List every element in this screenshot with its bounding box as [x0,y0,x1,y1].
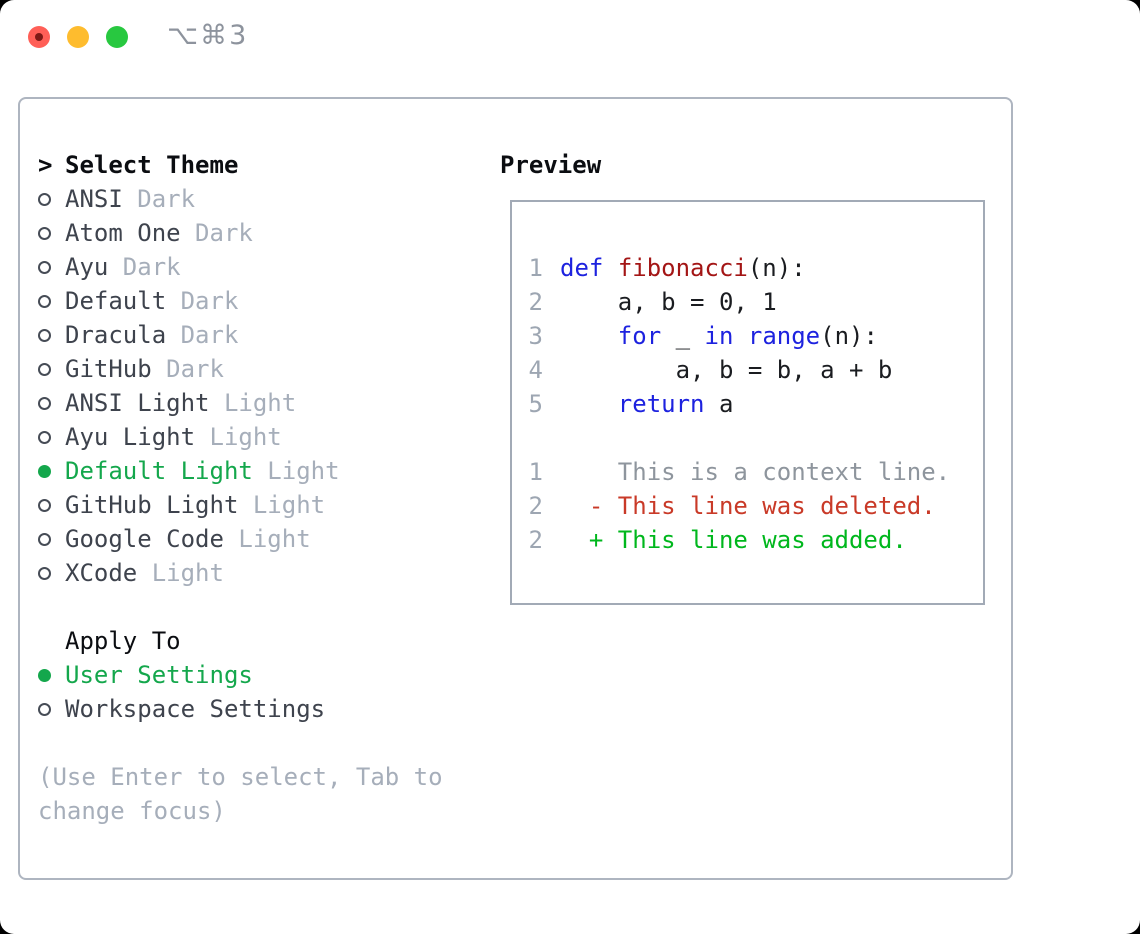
option-label: Workspace Settings [65,695,326,723]
selected-radio-icon [38,464,51,478]
variant-tag: Light [223,389,297,417]
code-text: for _ in range(n): [617,322,878,350]
option-label: Atom One [65,219,196,247]
option-label: XCode [65,559,152,587]
variant-tag: Light [151,559,224,587]
code-text: def fibonacci(n): [560,254,806,282]
preview-line: 4 a, b = b, a + b [525,353,983,387]
variant-tag: Dark [195,219,253,247]
preview-line: 3 for _ in range(n): [525,319,983,353]
theme-item-ayu-light[interactable]: Ayu Light Light [38,420,478,454]
variant-tag: Light [252,491,326,519]
traffic-lights [28,26,128,48]
preview-line: 2 - This line was deleted. [525,489,983,523]
code-text: return a [617,390,734,418]
theme-item-google-code[interactable]: Google Code Light [38,522,478,556]
line-number: 2 [528,492,543,520]
theme-item-github[interactable]: GitHub Dark [38,352,478,386]
theme-item-atom-one[interactable]: Atom One Dark [38,216,478,250]
radio-icon [38,396,51,410]
variant-tag: Light [267,457,340,485]
titlebar: ⌥⌘3 [0,0,1140,74]
window-shortcut-label: ⌥⌘3 [167,20,249,51]
help-text: (Use Enter to select, Tab to change focu… [38,763,443,825]
radio-icon [38,226,51,240]
theme-item-dracula[interactable]: Dracula Dark [38,318,478,352]
line-number: 5 [528,390,543,418]
select-theme-heading-label: Select Theme [65,151,239,179]
theme-item-ansi[interactable]: ANSI Dark [38,182,478,216]
preview-line: 2 a, b = 0, 1 [525,285,983,319]
option-label: Dracula [65,321,181,349]
theme-item-github-light[interactable]: GitHub Light Light [38,488,478,522]
preview-line [525,421,983,455]
option-label: Default [65,287,181,315]
code-text: a, b = b, a + b [560,356,893,384]
code-text: This is a context line. [560,458,951,486]
preview-heading: Preview [500,151,602,179]
option-label: GitHub Light [65,491,253,519]
line-number: 3 [528,322,543,350]
preview-line: 2 + This line was added. [525,523,983,557]
zoom-button[interactable] [106,26,128,48]
variant-tag: Dark [137,185,196,213]
code-text: a, b = 0, 1 [560,288,777,316]
variant-tag: Dark [180,321,239,349]
option-label: ANSI Light [65,389,224,417]
radio-icon [38,362,51,376]
preview-line: 1 def fibonacci(n): [525,251,983,285]
variant-tag: Light [238,525,311,553]
selected-radio-icon [38,668,51,682]
radio-icon [38,294,51,308]
theme-item-default[interactable]: Default Dark [38,284,478,318]
option-label: Ayu [65,253,123,281]
minimize-button[interactable] [67,26,89,48]
variant-tag: Light [209,423,282,451]
line-number: 1 [528,458,543,486]
apply-option-workspace-settings[interactable]: Workspace Settings [38,692,478,726]
code-text: - This line was deleted. [560,492,936,520]
option-label: User Settings [65,661,253,689]
apply-option-user-settings[interactable]: User Settings [38,658,478,692]
line-number: 2 [528,288,543,316]
theme-item-xcode[interactable]: XCode Light [38,556,478,590]
variant-tag: Dark [180,287,239,315]
close-button[interactable] [28,26,50,48]
theme-item-ayu[interactable]: Ayu Dark [38,250,478,284]
line-number: 1 [528,254,543,282]
select-theme-heading: > Select Theme [38,148,478,182]
option-label: Ayu Light [65,423,210,451]
theme-item-default-light[interactable]: Default Light Light [38,454,478,488]
radio-icon [38,328,51,342]
variant-tag: Dark [122,253,181,281]
apply-to-heading: Apply To [38,624,478,658]
line-number: 2 [528,526,543,554]
radio-icon [38,702,51,716]
option-label: GitHub [65,355,167,383]
radio-icon [38,498,51,512]
apply-to-heading-label: Apply To [65,627,181,655]
radio-icon [38,532,51,546]
spacer [38,590,478,624]
preview-line: 5 return a [525,387,983,421]
radio-icon [38,430,51,444]
code-text: + This line was added. [560,526,907,554]
option-label: Google Code [65,525,239,553]
radio-icon [38,566,51,580]
line-number: 4 [528,356,543,384]
variant-tag: Dark [166,355,224,383]
option-label: ANSI [65,185,138,213]
preview-line: 1 This is a context line. [525,455,983,489]
radio-icon [38,260,51,274]
radio-icon [38,192,51,206]
cursor-marker-icon: > [38,151,53,179]
theme-item-ansi-light[interactable]: ANSI Light Light [38,386,478,420]
option-label: Default Light [65,457,268,485]
